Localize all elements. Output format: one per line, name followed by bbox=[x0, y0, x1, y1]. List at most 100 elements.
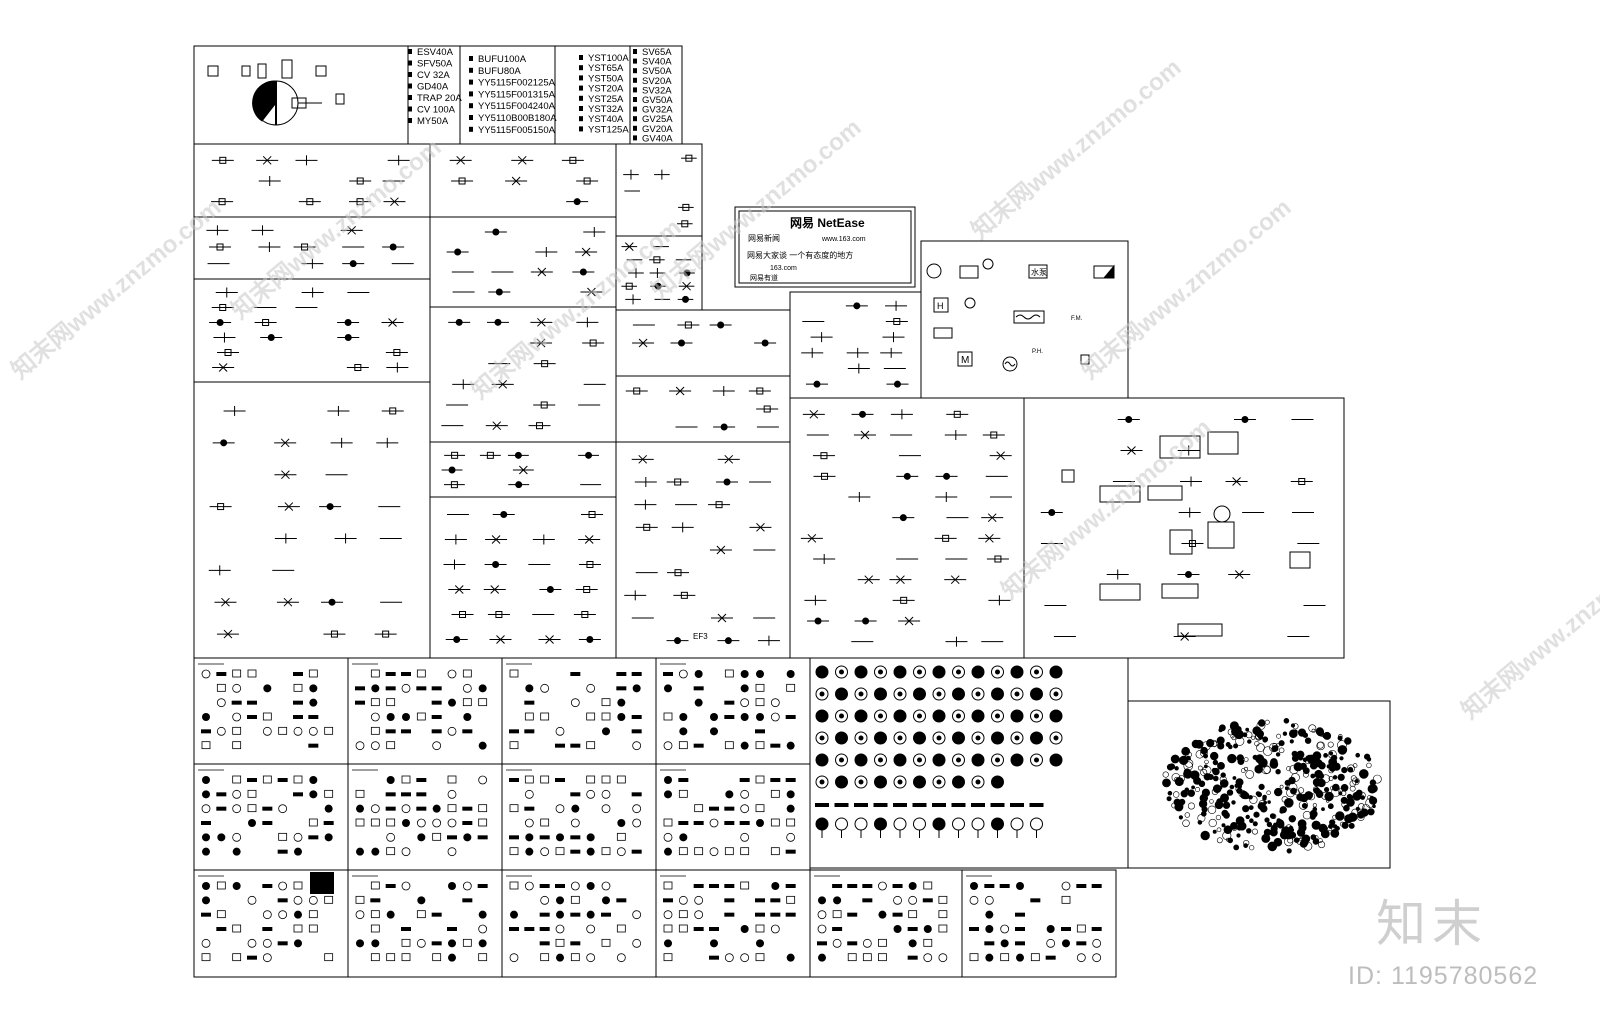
tree-plan-icon bbox=[540, 895, 550, 905]
tree-plan-icon bbox=[478, 924, 488, 934]
fixture-icon bbox=[355, 700, 365, 705]
junction-symbol bbox=[654, 282, 662, 290]
plant-symbol bbox=[1302, 810, 1312, 820]
shrub-icon bbox=[1046, 925, 1055, 933]
tree-plan-symbol bbox=[835, 731, 848, 745]
shrub-icon bbox=[771, 882, 780, 890]
shrub-icon bbox=[710, 713, 718, 721]
pump-box bbox=[959, 265, 979, 279]
plant-symbol bbox=[1235, 725, 1242, 733]
plant-symbol bbox=[1354, 778, 1359, 784]
junction-symbol bbox=[492, 561, 500, 568]
fixture-icon bbox=[1091, 927, 1102, 931]
plant-symbol bbox=[1358, 791, 1366, 800]
fixture-icon bbox=[293, 792, 303, 797]
fixture-icon bbox=[724, 806, 735, 811]
valve-symbol bbox=[680, 591, 688, 599]
infobox-text: 网易 NetEase 网易新闻 www.163.com 网易大家谈 一个有态度的… bbox=[747, 216, 866, 282]
junction-symbol bbox=[720, 423, 728, 431]
junction-symbol bbox=[683, 269, 691, 277]
furniture-icon bbox=[432, 953, 442, 962]
plant-symbol bbox=[1217, 742, 1225, 750]
fixture-icon bbox=[477, 884, 488, 888]
image-id: ID:1195780562 bbox=[1348, 962, 1538, 991]
junction-symbol bbox=[899, 514, 907, 522]
tree-core bbox=[819, 691, 825, 697]
tree-plan-icon bbox=[308, 895, 318, 905]
tree-core bbox=[858, 691, 864, 697]
tree-plan-symbol bbox=[854, 731, 868, 745]
furniture-icon bbox=[678, 847, 688, 856]
furniture-icon bbox=[370, 881, 380, 890]
shrub-icon bbox=[694, 670, 703, 678]
shrub-icon bbox=[478, 741, 487, 750]
tree-plan-symbol bbox=[1010, 687, 1024, 701]
tree-plan-symbol bbox=[815, 709, 829, 723]
furniture-icon bbox=[555, 938, 565, 947]
tree-plan-icon bbox=[247, 895, 257, 905]
junction-symbol bbox=[579, 268, 587, 276]
tree-core bbox=[1034, 713, 1039, 719]
plant-symbol bbox=[1272, 743, 1277, 748]
fixture-icon bbox=[631, 715, 642, 719]
furniture-icon bbox=[678, 924, 688, 933]
plant-symbol bbox=[1263, 766, 1271, 774]
valve-symbol bbox=[581, 611, 589, 618]
furniture-icon bbox=[770, 818, 780, 827]
legend-marker bbox=[579, 85, 583, 91]
hedge-symbol bbox=[971, 803, 985, 807]
legend-marker bbox=[633, 135, 637, 141]
fixture-icon bbox=[755, 729, 765, 734]
plant-symbol bbox=[1348, 822, 1355, 829]
plant-symbol bbox=[1350, 775, 1357, 782]
shrub-icon bbox=[478, 684, 487, 693]
shrub-icon bbox=[740, 684, 749, 693]
check-valve-symbol bbox=[518, 465, 528, 475]
hedge-symbol bbox=[893, 803, 907, 807]
plant-symbol bbox=[1222, 801, 1231, 809]
plant-symbol bbox=[1355, 752, 1360, 758]
fixture-icon bbox=[262, 884, 273, 888]
shrub-icon bbox=[386, 713, 395, 721]
plant-symbol bbox=[1262, 746, 1273, 756]
fixture-icon bbox=[385, 672, 396, 676]
furniture-icon bbox=[216, 910, 226, 919]
furniture-icon bbox=[770, 847, 780, 856]
plan-room-outline bbox=[1289, 551, 1311, 569]
shrub-icon bbox=[202, 790, 210, 799]
tree-plan-symbol bbox=[952, 731, 965, 745]
shrub-icon bbox=[556, 833, 564, 842]
plant-symbol bbox=[1284, 797, 1294, 808]
fixture-icon bbox=[401, 729, 411, 734]
plant-symbol bbox=[1245, 770, 1254, 779]
hedge-symbol bbox=[873, 803, 888, 807]
frame-planting bbox=[1127, 700, 1391, 869]
tree-plan-icon bbox=[509, 953, 519, 963]
furniture-icon bbox=[478, 698, 488, 707]
tree-plan-icon bbox=[355, 910, 365, 920]
id-value: 1195780562 bbox=[1390, 962, 1539, 990]
plant-symbol bbox=[1246, 828, 1252, 834]
furniture-icon bbox=[478, 953, 488, 962]
furniture-icon bbox=[293, 881, 303, 890]
furniture-icon bbox=[386, 741, 396, 750]
furniture-icon bbox=[878, 938, 887, 947]
valve-symbol bbox=[218, 198, 226, 206]
fixture-icon bbox=[892, 884, 903, 888]
valve-symbol bbox=[625, 282, 633, 290]
tree-plan-icon bbox=[678, 669, 688, 679]
furniture-icon bbox=[386, 847, 396, 856]
plant-symbol bbox=[1252, 828, 1259, 835]
legend-marker bbox=[469, 79, 473, 85]
fixture-icon bbox=[709, 955, 719, 960]
legend-label: YST100A bbox=[588, 53, 629, 64]
plant-symbol bbox=[1227, 837, 1233, 844]
plant-symbol bbox=[1236, 833, 1241, 838]
fixture-icon bbox=[262, 806, 273, 811]
shrub-icon bbox=[786, 804, 795, 813]
fixture-icon bbox=[1030, 898, 1041, 903]
plant-symbol bbox=[1162, 771, 1169, 778]
tree-plan-icon bbox=[908, 895, 918, 905]
valve-symbol bbox=[451, 451, 459, 459]
